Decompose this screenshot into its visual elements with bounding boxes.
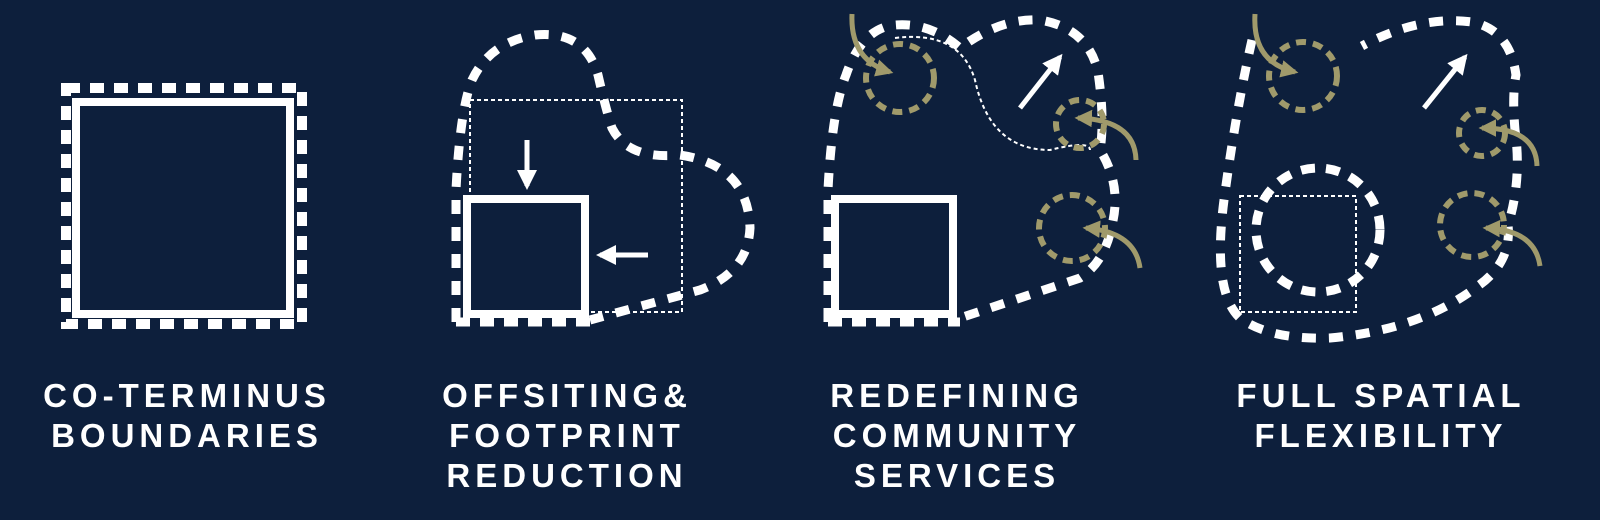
caption-line: SERVICES <box>853 457 1061 494</box>
caption-line: FLEXIBILITY <box>1254 417 1508 454</box>
inbound-arrow-icon <box>849 13 894 77</box>
caption-redefining-community-services: REDEFINING COMMUNITY SERVICES <box>767 376 1147 496</box>
caption-full-spatial-flexibility: FULL SPATIAL FLEXIBILITY <box>1191 376 1571 456</box>
original-footprint-outline <box>469 99 683 313</box>
caption-line: OFFSITING& <box>442 377 692 414</box>
inbound-arrow-icon <box>1482 219 1543 267</box>
panel-2-icon <box>451 30 755 327</box>
service-node-3 <box>1437 190 1507 260</box>
dashed-flexible-boundary <box>1215 16 1522 343</box>
service-node-1 <box>863 41 937 115</box>
caption-co-terminus-boundaries: CO-TERMINUS BOUNDARIES <box>0 376 377 456</box>
caption-line: BOUNDARIES <box>51 417 323 454</box>
dashed-flexible-core <box>1251 163 1385 297</box>
thin-dashed-link <box>894 36 1091 152</box>
service-node-2 <box>1053 97 1107 151</box>
caption-line: FULL SPATIAL <box>1236 377 1526 414</box>
service-node-3 <box>1036 192 1108 264</box>
inbound-arrow-icon <box>1082 220 1143 269</box>
service-node-2 <box>1456 107 1508 159</box>
caption-line: CO-TERMINUS <box>43 377 331 414</box>
diagonal-arrow-icon <box>1018 53 1063 110</box>
caption-line: REDEFINING <box>830 377 1084 414</box>
thin-dashed-footprint <box>1239 195 1357 313</box>
caption-line: COMMUNITY <box>832 417 1082 454</box>
footprint-square <box>831 195 957 318</box>
reduced-footprint <box>463 195 589 318</box>
panel-4-icon <box>1215 13 1543 343</box>
dashed-boundary <box>61 83 307 329</box>
inbound-arrow-icon <box>1478 119 1540 167</box>
panel-1-icon <box>61 83 307 329</box>
dashed-community-boundary <box>823 15 1120 323</box>
inbound-arrow-icon <box>1252 13 1299 78</box>
caption-line: FOOTPRINT <box>449 417 685 454</box>
dashed-expanded-boundary <box>451 30 755 325</box>
inbound-arrow-icon <box>1074 109 1139 161</box>
diagonal-arrow-icon <box>1422 53 1468 110</box>
panel-3-icon <box>823 13 1143 327</box>
caption-line: REDUCTION <box>446 457 688 494</box>
service-node-1 <box>1266 39 1340 113</box>
caption-offsiting-footprint-reduction: OFFSITING& FOOTPRINT REDUCTION <box>377 376 757 496</box>
solid-footprint <box>72 98 294 318</box>
